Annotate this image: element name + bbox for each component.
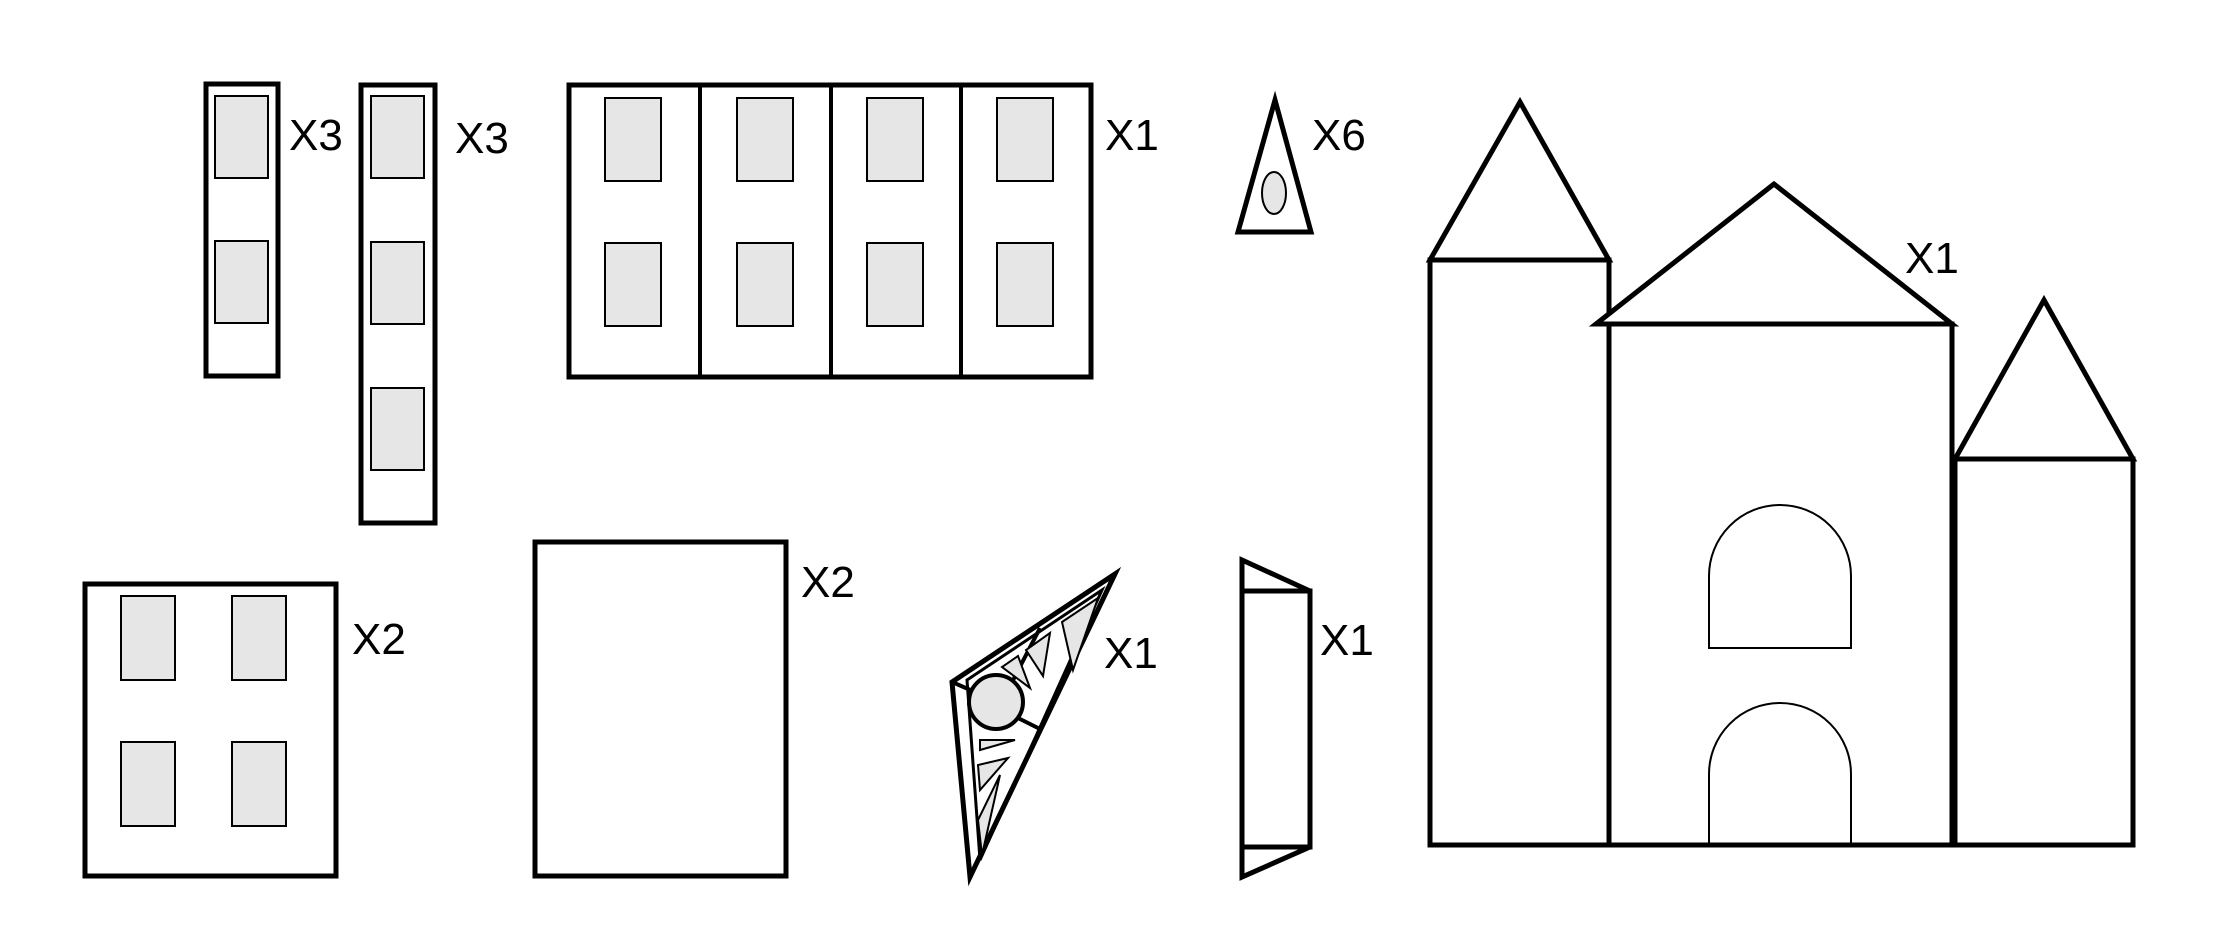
window-pane — [120, 741, 176, 827]
decorated-triangle-panel — [949, 566, 1122, 887]
count-label: X6 — [1312, 111, 1366, 160]
window-pane — [370, 95, 425, 179]
window-pane — [1000, 654, 1033, 691]
window-pane — [1024, 630, 1052, 679]
window-pane — [231, 595, 287, 681]
window-pane — [996, 97, 1054, 182]
count-label: X3 — [455, 114, 509, 163]
window-pane — [231, 741, 287, 827]
window-pane — [604, 97, 662, 182]
window-pane — [736, 97, 794, 182]
narrow-two-window-panel — [203, 81, 281, 379]
window-pane — [604, 242, 662, 327]
window-pane — [976, 774, 1001, 856]
window-pane — [214, 240, 269, 324]
blank-rectangle-panel — [532, 539, 789, 879]
count-label: X1 — [1905, 234, 1959, 283]
window-pane — [120, 595, 176, 681]
small-spire-triangle — [1234, 90, 1315, 235]
count-label: X1 — [1105, 111, 1159, 160]
castle-assembly — [1425, 96, 2138, 848]
window-pane — [979, 739, 1016, 752]
count-label: X2 — [801, 558, 855, 607]
square-four-window-panel — [82, 581, 339, 879]
left-tower-roof — [1425, 96, 1614, 263]
arched-doorway — [1708, 702, 1852, 845]
right-tower-roof — [1950, 294, 2138, 462]
count-label: X3 — [289, 111, 343, 160]
window-pane — [736, 242, 794, 327]
window-pane — [1060, 595, 1100, 674]
window-pane — [214, 95, 269, 179]
window-pane — [866, 97, 924, 182]
center-roof — [1588, 180, 1960, 327]
window-pane — [370, 241, 425, 325]
window-pane — [976, 756, 1011, 793]
count-label: X2 — [352, 615, 406, 664]
side-strip-panel — [1239, 556, 1313, 881]
narrow-three-window-panel — [358, 82, 438, 526]
window-pane — [866, 242, 924, 327]
upper-arch-window — [1708, 504, 1852, 649]
left-tower — [1427, 257, 1612, 848]
four-section-wall-panel — [566, 82, 1094, 380]
count-label: X1 — [1104, 629, 1158, 678]
window-pane — [370, 387, 425, 471]
center-building — [1606, 321, 1955, 848]
count-label: X1 — [1320, 616, 1374, 665]
window-pane — [996, 242, 1054, 327]
right-tower — [1952, 456, 2136, 848]
